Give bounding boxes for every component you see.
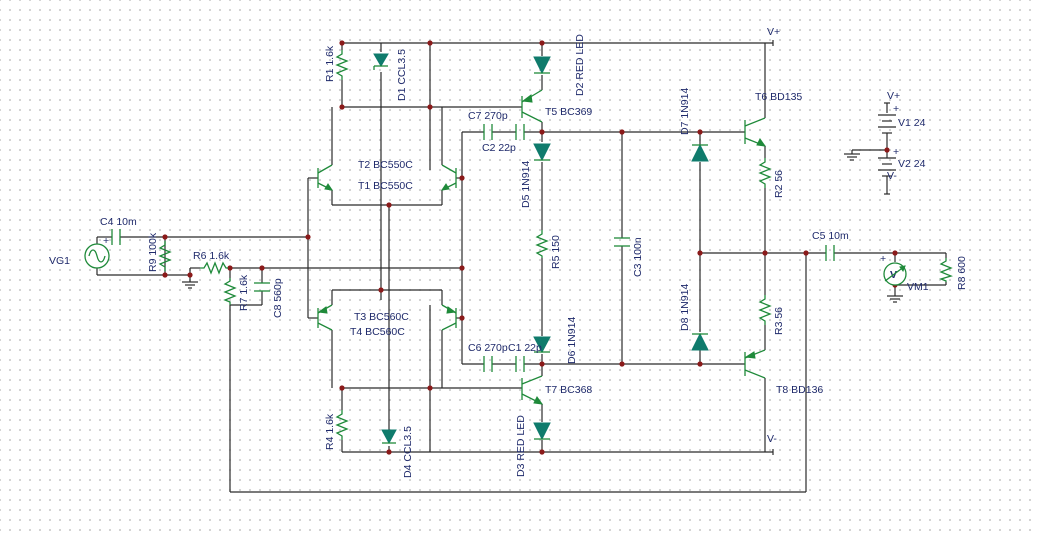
- d8-label: D8 1N914: [679, 284, 691, 331]
- diode-d6: [533, 336, 551, 354]
- t7-label: T7 BC368: [545, 384, 592, 396]
- t4-label: T4 BC560C: [350, 326, 405, 338]
- vg1-label: VG1: [49, 255, 70, 267]
- vplus-rail-label: V+: [767, 26, 780, 38]
- supply-vminus-label: V-: [887, 170, 897, 182]
- diode-d8: [691, 332, 709, 351]
- r8-label: R8 600: [956, 256, 968, 290]
- ground-symbol-meter: [887, 295, 903, 303]
- transistor-t1: [440, 164, 457, 191]
- c6-label: C6 270p: [468, 342, 508, 354]
- diode-d3: [533, 422, 551, 441]
- vm1-plus-sign: +: [880, 253, 886, 265]
- r6-label: R6 1.6k: [193, 250, 230, 262]
- c1-label: C1 22p: [508, 342, 542, 354]
- diode-d2: [533, 56, 551, 75]
- resistor-r2: [758, 158, 772, 188]
- t5-label: T5 BC369: [545, 106, 592, 118]
- r3-label: R3 56: [773, 307, 785, 335]
- d7-label: D7 1N914: [679, 88, 691, 135]
- supply-vplus-label: V+: [887, 90, 900, 102]
- r1-label: R1 1.6k: [324, 45, 336, 82]
- transistor-t2: [317, 164, 334, 191]
- d3-label: D3 RED LED: [515, 415, 527, 477]
- r2-label: R2 56: [773, 170, 785, 198]
- diode-d7: [691, 143, 709, 162]
- t3-label: T3 BC560C: [354, 311, 409, 323]
- d5-label: D5 1N914: [520, 161, 532, 208]
- transistor-t5: [521, 89, 543, 123]
- resistor-r3: [758, 295, 772, 325]
- ground-symbol-input: [182, 281, 198, 289]
- transistor-t4: [441, 304, 457, 331]
- d6-label: D6 1N914: [566, 317, 578, 364]
- resistor-r6: [200, 261, 228, 275]
- capacitor-c6: [483, 356, 493, 372]
- r7-label: R7 1.6k: [238, 274, 250, 311]
- c4-label: C4 10m: [100, 216, 137, 228]
- t6-label: T6 BD135: [755, 91, 802, 103]
- capacitor-c4: [111, 229, 121, 245]
- d1-label: D1 CCL3.5: [396, 49, 408, 101]
- capacitor-c5: [825, 245, 835, 261]
- diode-d1: [373, 53, 389, 70]
- transistor-t6: [744, 117, 767, 147]
- rail-terminals: [772, 40, 890, 455]
- c3-label: C3 100n: [632, 237, 644, 277]
- vminus-rail-label: V-: [767, 433, 777, 445]
- v2-label: V2 24: [898, 158, 926, 170]
- resistor-r1: [335, 50, 349, 80]
- capacitor-c3: [614, 237, 630, 247]
- battery-v1: +: [878, 103, 899, 140]
- v2-plus-sign: +: [893, 146, 899, 158]
- c5-label: C5 10m: [812, 230, 849, 242]
- vg1-plus-sign: +: [103, 235, 109, 247]
- resistor-r9: [158, 241, 172, 271]
- resistor-r4: [335, 410, 349, 440]
- battery-v2: +: [878, 146, 899, 182]
- capacitor-c7: [483, 124, 493, 140]
- diode-d4: [381, 429, 397, 445]
- t8-label: T8 BD136: [776, 384, 823, 396]
- r5-label: R5 150: [550, 235, 562, 269]
- capacitor-c2: [515, 124, 525, 140]
- r4-label: R4 1.6k: [324, 413, 336, 450]
- d2-label: D2 RED LED: [574, 34, 586, 96]
- diode-d5: [533, 143, 551, 162]
- capacitor-c1: [515, 356, 525, 372]
- ground-symbol-supply: [844, 150, 860, 161]
- v1-plus-sign: +: [893, 103, 899, 115]
- signal-source-vg1: +: [84, 235, 110, 275]
- t1-label: T1 BC550C: [358, 180, 413, 192]
- voltmeter-vm1: V +: [880, 253, 907, 286]
- component-labels: V+ V- VG1 C4 10m R9 100k R6 1.6k R7 1.6k…: [49, 26, 968, 478]
- resistor-r5: [535, 230, 549, 258]
- vm1-label: VM1: [907, 281, 929, 293]
- t2-label: T2 BC550C: [358, 159, 413, 171]
- resistor-r7: [223, 278, 237, 305]
- r9-label: R9 100k: [147, 232, 159, 272]
- transistor-t3: [317, 304, 333, 331]
- d4-label: D4 CCL3.5: [402, 426, 414, 478]
- junctions: [162, 40, 898, 455]
- transistor-t8: [744, 349, 766, 379]
- resistor-r8: [939, 258, 953, 282]
- v1-label: V1 24: [898, 117, 926, 129]
- c2-label: C2 22p: [482, 142, 516, 154]
- capacitor-c8: [254, 282, 270, 292]
- transistor-t7: [521, 375, 544, 405]
- c8-label: C8 560p: [272, 278, 284, 318]
- c7-label: C7 270p: [468, 110, 508, 122]
